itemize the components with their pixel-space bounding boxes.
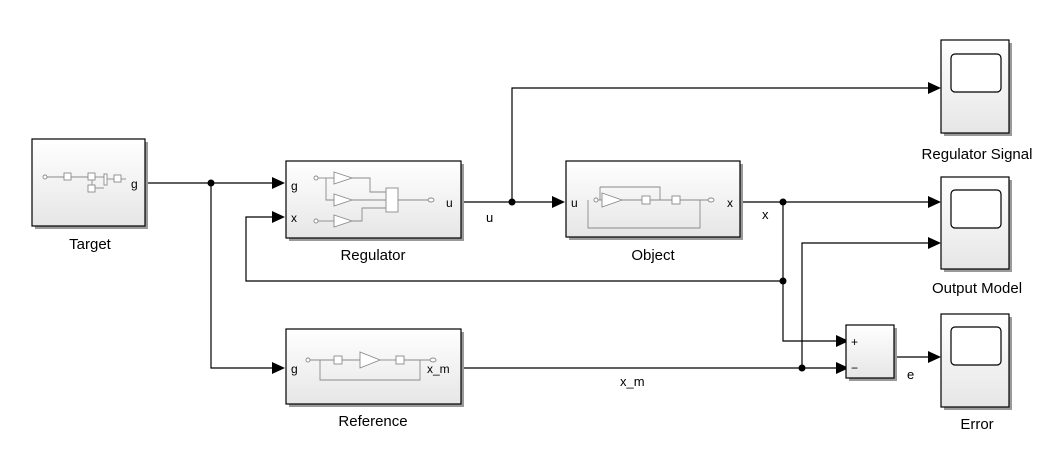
scope-screen-icon (950, 189, 1002, 229)
arrowheads (272, 82, 941, 374)
regulator-port-x: x (291, 211, 297, 225)
scope-output-model[interactable]: Output Model (932, 176, 1022, 297)
regulator-port-g: g (291, 179, 298, 193)
arrowhead (272, 211, 285, 223)
sum-block[interactable]: + − (845, 324, 897, 381)
arrowhead (928, 196, 941, 208)
wire-u-to-regulator-signal[interactable] (511, 87, 928, 202)
arrowhead (836, 335, 849, 347)
signal-label-e: e (907, 367, 914, 382)
arrowhead (272, 362, 285, 374)
object-port-x: x (727, 196, 733, 210)
branch-point (779, 277, 787, 285)
branch-point (508, 198, 516, 206)
signal-label-u: u (486, 210, 493, 225)
arrowhead (272, 177, 285, 189)
scope-screen-icon (950, 326, 1002, 366)
branch-point (207, 179, 215, 187)
object-block-name: Object (631, 247, 675, 264)
reference-port-xm: x_m (427, 362, 450, 376)
scope-name-output-model: Output Model (932, 280, 1022, 297)
arrowhead (552, 196, 565, 208)
reference-subsystem-preview (305, 351, 437, 381)
reference-block[interactable]: g x_m Reference (285, 328, 464, 430)
target-subsystem-preview (42, 172, 126, 193)
branch-point (798, 364, 806, 372)
arrowhead (836, 362, 849, 374)
object-port-u: u (571, 196, 578, 210)
signal-label-xm: x_m (620, 374, 645, 389)
regulator-port-u: u (446, 196, 453, 210)
wire-xm-to-output-model[interactable] (801, 242, 928, 368)
regulator-block[interactable]: g x u Regulator (285, 160, 464, 264)
regulator-subsystem-preview (313, 171, 435, 228)
regulator-block-body[interactable] (285, 160, 462, 239)
sum-plus-sign: + (851, 335, 858, 349)
regulator-block-name: Regulator (340, 247, 405, 264)
branch-points (207, 179, 806, 372)
target-block-name: Target (69, 236, 112, 253)
branch-point (779, 198, 787, 206)
object-block[interactable]: u x Object (565, 160, 743, 264)
wire-x-to-sum[interactable] (782, 202, 836, 342)
target-block-body[interactable] (31, 138, 146, 227)
signal-label-x: x (762, 207, 769, 222)
scope-error[interactable]: Error (940, 313, 1012, 433)
signal-wires (148, 87, 928, 369)
target-block[interactable]: g Target (31, 138, 148, 253)
wire-g-to-reference[interactable] (210, 183, 272, 369)
scope-regulator-signal[interactable]: Regulator Signal (922, 39, 1033, 163)
scope-name-regulator-signal: Regulator Signal (922, 146, 1033, 163)
wire-x-feedback[interactable] (245, 216, 783, 282)
arrowhead (928, 237, 941, 249)
reference-block-body[interactable] (285, 328, 462, 405)
arrowhead (928, 82, 941, 94)
sum-minus-sign: − (851, 361, 858, 375)
scope-name-error: Error (960, 416, 993, 433)
reference-block-name: Reference (338, 413, 407, 430)
arrowhead (928, 351, 941, 363)
object-subsystem-preview (587, 186, 715, 229)
reference-port-g: g (291, 362, 298, 376)
scope-screen-icon (950, 53, 1002, 93)
target-port-g: g (131, 177, 138, 191)
sum-block-body[interactable] (845, 324, 895, 379)
